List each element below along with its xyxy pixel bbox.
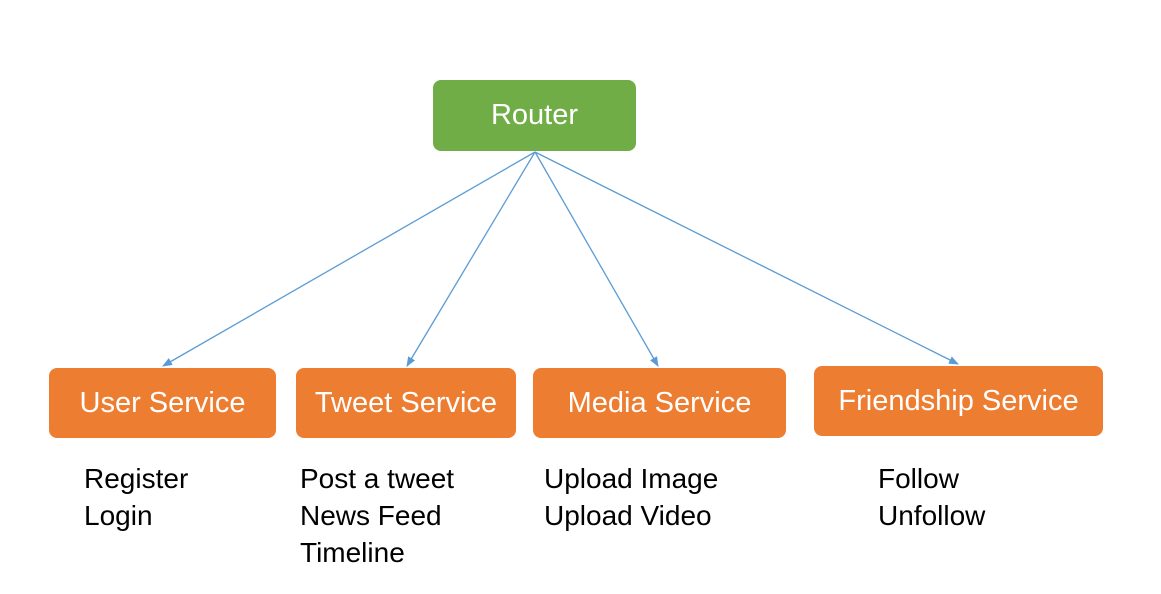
arrow-router-to-media-service	[534, 151, 659, 367]
arrow-router-to-user-service	[162, 151, 536, 367]
tweet-service-node: Tweet Service	[296, 368, 516, 438]
feature-item: Upload Image	[544, 463, 719, 494]
feature-item: Unfollow	[878, 500, 986, 531]
friendship-service-features: Follow Unfollow	[878, 460, 985, 534]
user-service-node: User Service	[49, 368, 276, 438]
feature-item: Upload Video	[544, 500, 712, 531]
friendship-service-node: Friendship Service	[814, 366, 1103, 436]
arrow-router-to-friendship-service	[534, 151, 959, 365]
feature-item: Post a tweet	[300, 463, 455, 494]
media-service-node: Media Service	[533, 368, 786, 438]
feature-item: Register	[84, 463, 189, 494]
user-service-features: Register Login	[84, 460, 188, 534]
feature-item: Follow	[878, 463, 959, 494]
feature-item: News Feed	[300, 500, 442, 531]
arrow-router-to-tweet-service	[406, 151, 536, 367]
feature-item: Timeline	[300, 537, 405, 568]
tweet-service-features: Post a tweet News Feed Timeline	[300, 460, 454, 571]
media-service-features: Upload Image Upload Video	[544, 460, 718, 534]
router-node: Router	[433, 80, 636, 151]
feature-item: Login	[84, 500, 153, 531]
